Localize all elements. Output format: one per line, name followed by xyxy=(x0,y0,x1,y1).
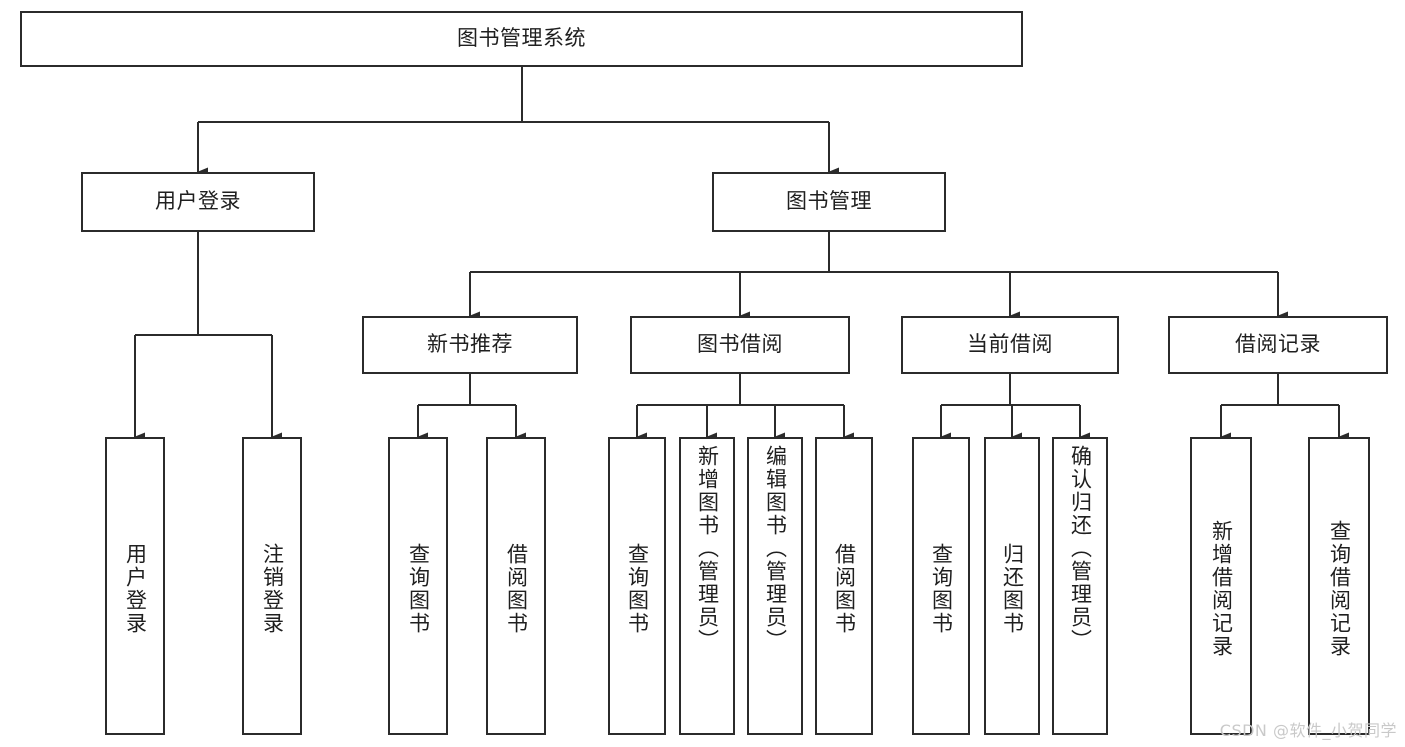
node-label: 图书借阅 xyxy=(697,332,783,357)
node-leaf-rec-query[interactable]: 查询图书 xyxy=(388,437,448,735)
node-leaf-bb-query[interactable]: 查询图书 xyxy=(608,437,666,735)
node-new-book-rec[interactable]: 新书推荐 xyxy=(362,316,578,374)
node-label: 编辑图书（管理员） xyxy=(763,445,788,652)
node-label: 新增借阅记录 xyxy=(1209,520,1234,658)
node-leaf-logout[interactable]: 注销登录 xyxy=(242,437,302,735)
node-leaf-cb-return[interactable]: 归还图书 xyxy=(984,437,1040,735)
node-label: 借阅图书 xyxy=(832,543,857,635)
node-user-login[interactable]: 用户登录 xyxy=(81,172,315,232)
node-leaf-cb-query[interactable]: 查询图书 xyxy=(912,437,970,735)
node-label: 借阅图书 xyxy=(504,543,529,635)
node-leaf-bb-add[interactable]: 新增图书（管理员） xyxy=(679,437,735,735)
node-label: 查询图书 xyxy=(929,543,954,635)
node-label: 查询图书 xyxy=(625,543,650,635)
node-label: 注销登录 xyxy=(260,543,285,635)
node-leaf-br-add[interactable]: 新增借阅记录 xyxy=(1190,437,1252,735)
node-root[interactable]: 图书管理系统 xyxy=(20,11,1023,67)
node-leaf-bb-edit[interactable]: 编辑图书（管理员） xyxy=(747,437,803,735)
node-leaf-cb-confirm[interactable]: 确认归还（管理员） xyxy=(1052,437,1108,735)
node-label: 确认归还（管理员） xyxy=(1068,445,1093,652)
node-label: 借阅记录 xyxy=(1235,332,1321,357)
node-book-manage[interactable]: 图书管理 xyxy=(712,172,946,232)
node-label: 新增图书（管理员） xyxy=(695,445,720,652)
node-leaf-bb-borrow[interactable]: 借阅图书 xyxy=(815,437,873,735)
edge-group xyxy=(133,67,1349,442)
node-label: 归还图书 xyxy=(1000,543,1025,635)
node-label: 图书管理 xyxy=(786,189,872,214)
node-label: 新书推荐 xyxy=(427,332,513,357)
node-label: 当前借阅 xyxy=(967,332,1053,357)
node-label: 用户登录 xyxy=(155,189,241,214)
node-leaf-br-query[interactable]: 查询借阅记录 xyxy=(1308,437,1370,735)
node-label: 用户登录 xyxy=(123,543,148,635)
node-label: 图书管理系统 xyxy=(457,26,586,51)
node-borrow-record[interactable]: 借阅记录 xyxy=(1168,316,1388,374)
node-current-borrow[interactable]: 当前借阅 xyxy=(901,316,1119,374)
node-leaf-user-login[interactable]: 用户登录 xyxy=(105,437,165,735)
node-label: 查询图书 xyxy=(406,543,431,635)
node-label: 查询借阅记录 xyxy=(1327,520,1352,658)
node-leaf-rec-borrow[interactable]: 借阅图书 xyxy=(486,437,546,735)
node-book-borrow[interactable]: 图书借阅 xyxy=(630,316,850,374)
